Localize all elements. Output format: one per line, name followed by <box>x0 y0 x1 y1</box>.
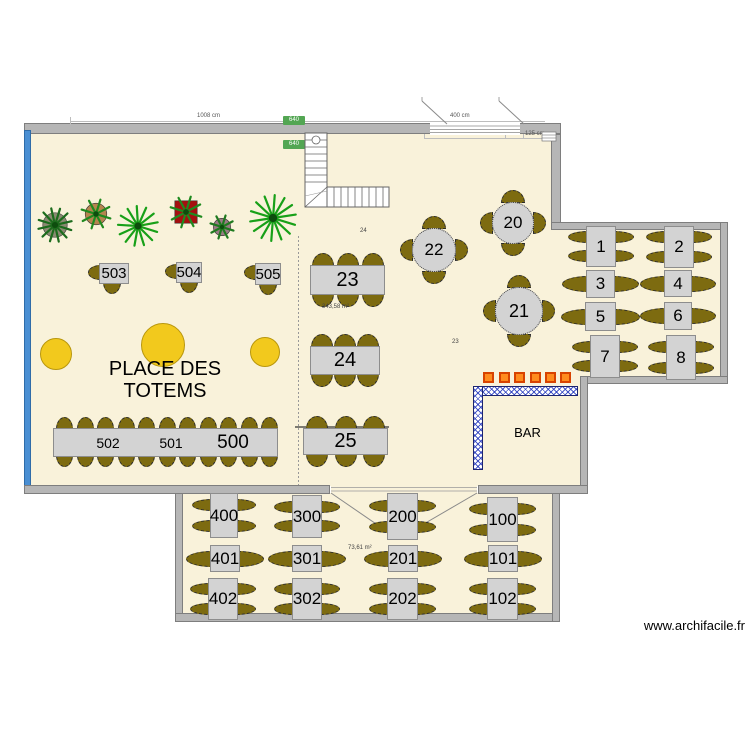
table-401[interactable]: 401 <box>210 545 240 572</box>
dimension-door-width: 400 cm <box>450 113 470 119</box>
staircase[interactable] <box>304 132 390 208</box>
table-102[interactable]: 102 <box>487 578 518 620</box>
table-302[interactable]: 302 <box>292 578 322 620</box>
bar-stool[interactable] <box>514 372 525 383</box>
table-8[interactable]: 8 <box>666 335 696 380</box>
place-title-line1: PLACE DES <box>108 358 222 380</box>
plant[interactable] <box>116 204 159 247</box>
round-table-20[interactable]: 20 <box>492 202 534 244</box>
table-503[interactable]: 503 <box>99 263 129 284</box>
table-label-500: 500 <box>217 431 249 453</box>
bar-counter-left[interactable] <box>473 386 483 470</box>
table-301[interactable]: 301 <box>292 545 322 572</box>
entrance-double-door[interactable] <box>421 97 525 135</box>
bar-stool[interactable] <box>530 372 541 383</box>
table-402[interactable]: 402 <box>208 578 238 620</box>
place-title-line2: TOTEMS <box>123 380 207 402</box>
table-6[interactable]: 6 <box>664 302 692 330</box>
wall-bottom-main-right[interactable] <box>478 485 588 494</box>
area-label: 24 <box>360 228 367 234</box>
plant[interactable] <box>209 214 235 240</box>
table-24[interactable]: 24 <box>310 346 380 375</box>
table-2[interactable]: 2 <box>664 226 694 268</box>
round-table-22[interactable]: 22 <box>412 228 456 272</box>
table-504[interactable]: 504 <box>176 262 202 283</box>
table-101[interactable]: 101 <box>488 545 518 572</box>
totem-circle[interactable] <box>250 337 280 367</box>
area-label: 23 <box>452 339 459 345</box>
stair-start-symbol <box>311 135 321 145</box>
dimension-tick <box>523 134 524 139</box>
bar-stool[interactable] <box>560 372 571 383</box>
area-label: 343,58 m² <box>322 304 350 310</box>
table-400[interactable]: 400 <box>210 493 238 538</box>
dimension-line-inner <box>424 138 545 139</box>
totem-circle[interactable] <box>141 323 185 367</box>
bar-counter-top[interactable] <box>473 386 578 396</box>
table-300[interactable]: 300 <box>292 495 322 538</box>
table-1[interactable]: 1 <box>586 226 616 267</box>
wall-bottom-room-right[interactable] <box>552 493 560 622</box>
table-505[interactable]: 505 <box>255 263 281 285</box>
watermark: www.archifacile.fr <box>643 618 745 633</box>
bar-stool[interactable] <box>499 372 510 383</box>
table-label-501: 501 <box>159 434 183 451</box>
table-7[interactable]: 7 <box>590 335 620 378</box>
place-des-totems-title: PLACE DES TOTEMS <box>75 358 255 402</box>
table-5[interactable]: 5 <box>585 302 616 331</box>
table-23[interactable]: 23 <box>310 265 385 295</box>
totem-circle[interactable] <box>40 338 72 370</box>
plant[interactable] <box>249 193 297 243</box>
bar-stool[interactable] <box>483 372 494 383</box>
table-202[interactable]: 202 <box>387 578 418 620</box>
table-200[interactable]: 200 <box>387 493 418 540</box>
plant[interactable] <box>80 198 112 230</box>
table-3[interactable]: 3 <box>586 270 615 298</box>
green-length-tag-top: 640 <box>283 116 305 125</box>
table-4[interactable]: 4 <box>664 270 692 297</box>
plant[interactable] <box>169 195 203 229</box>
table-100[interactable]: 100 <box>487 497 518 542</box>
bar-label: BAR <box>514 425 541 440</box>
table-25[interactable]: 25 <box>303 428 388 455</box>
dimension-seg-c: 125 cm <box>525 131 545 137</box>
bar-stool[interactable] <box>545 372 556 383</box>
dimension-line-top <box>70 121 545 122</box>
area-label: 73,61 m² <box>348 545 372 551</box>
table-500-long[interactable]: 502 501 500 <box>53 428 278 457</box>
radiator[interactable] <box>541 131 557 142</box>
dimension-tick <box>70 117 71 125</box>
green-length-tag-lower: 640 <box>283 140 305 149</box>
dimension-total-top: 1008 cm <box>197 113 221 119</box>
table-label-502: 502 <box>96 434 120 451</box>
dimension-tick <box>505 134 506 139</box>
round-table-21[interactable]: 21 <box>495 287 543 335</box>
plant[interactable] <box>37 207 73 243</box>
table-201[interactable]: 201 <box>388 545 418 572</box>
dimension-tick <box>424 134 425 139</box>
